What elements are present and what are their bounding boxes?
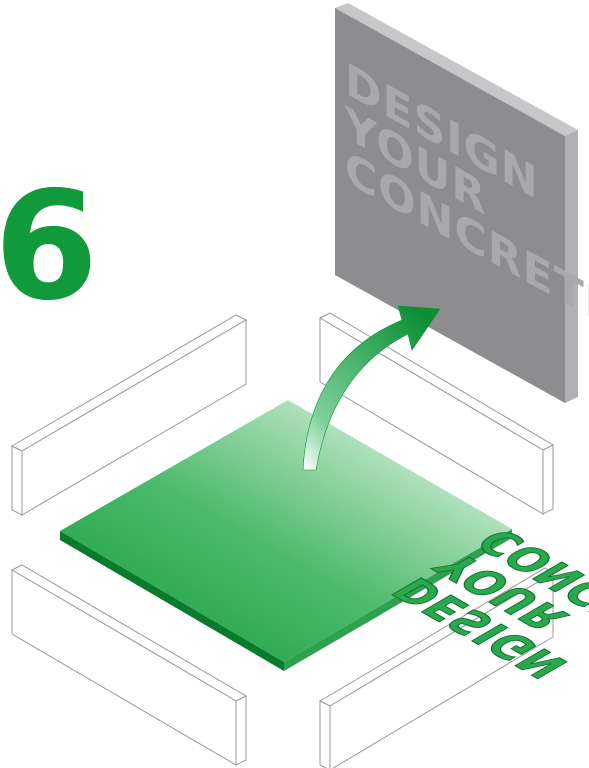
panel-side-edge: [565, 130, 578, 403]
mold-plate-top: [60, 400, 512, 662]
curved-arrow-icon: [302, 305, 441, 471]
form-board-front-left: [10, 564, 248, 766]
mold-plate-edge-right: [284, 529, 512, 671]
formwork: [10, 312, 555, 768]
form-board-front-right: [318, 567, 554, 768]
mold-plate-edge-left: [60, 531, 284, 671]
form-board-back-left: [10, 314, 248, 516]
panel-face: [335, 8, 565, 403]
mold-plate: DESIGN YOUR CONCRETE: [60, 400, 589, 686]
panel-top-edge: [335, 3, 578, 136]
step-number: 6: [0, 160, 98, 334]
